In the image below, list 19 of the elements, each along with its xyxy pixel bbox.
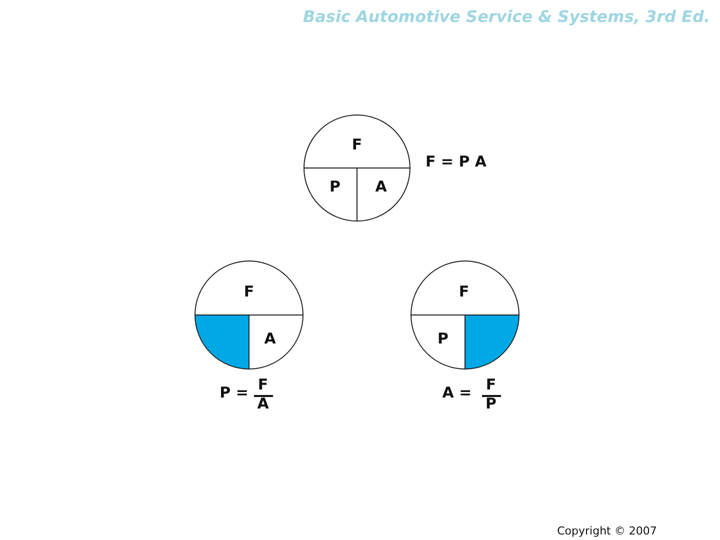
variable-letter: P: [438, 332, 448, 346]
formula: F = P A: [425, 154, 487, 170]
variable-letter: P: [330, 180, 340, 194]
denominator: P: [486, 396, 496, 412]
formula: A =: [442, 386, 472, 400]
formula: P =: [220, 386, 248, 400]
book-title: Basic Automotive Service & Systems, 3rd Ed.: [302, 9, 710, 25]
numerator: F: [486, 378, 496, 392]
variable-letter: F: [458, 284, 470, 300]
denominator: A: [257, 396, 269, 412]
formula-circle: [195, 261, 303, 369]
variable-letter: F: [352, 138, 362, 152]
copyright-notice: Copyright © 2007: [557, 526, 657, 536]
formula-circle: [411, 261, 519, 369]
variable-letter: A: [375, 180, 387, 194]
formula-circle: [304, 115, 410, 221]
variable-letter: F: [244, 284, 254, 300]
variable-letter: A: [264, 332, 276, 346]
numerator: F: [258, 378, 268, 392]
